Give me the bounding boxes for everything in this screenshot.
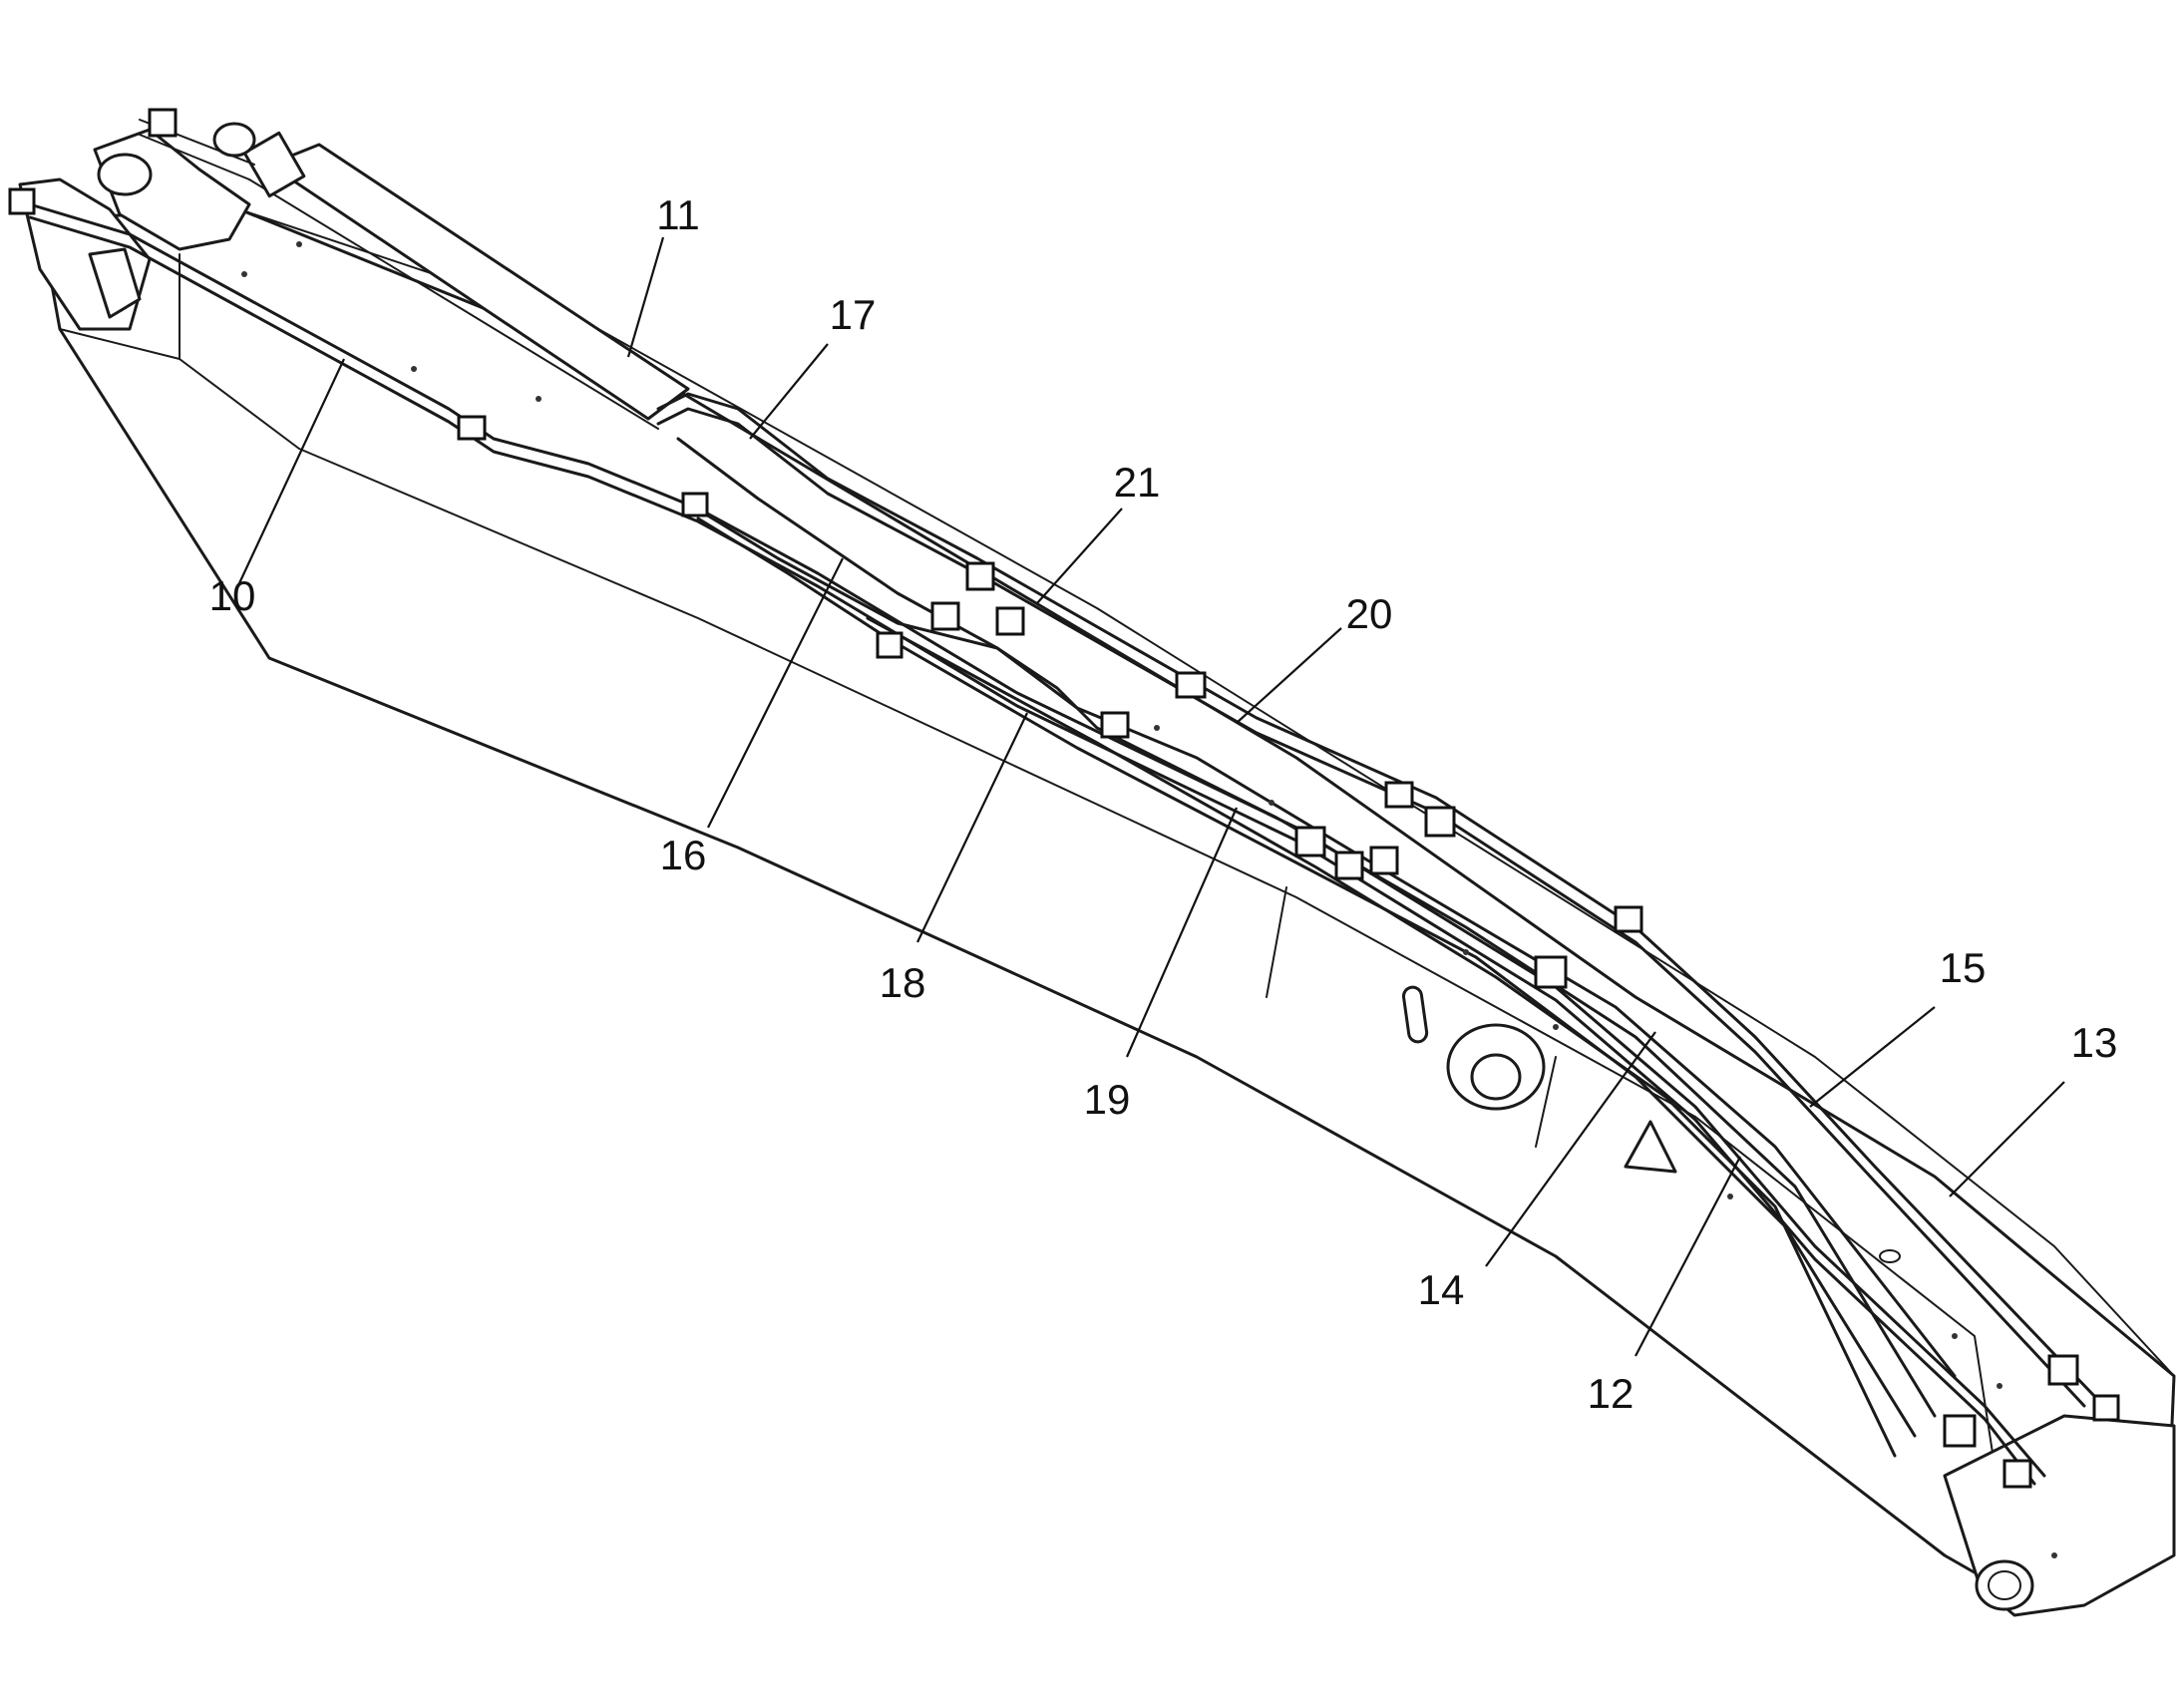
clamp-4 [995, 606, 1025, 636]
hose-17b [656, 407, 2086, 1408]
head-pin-boss [97, 153, 153, 196]
bolt-dot [1952, 1333, 1958, 1339]
clamp-21 [148, 108, 178, 138]
callout-19: 19 [1084, 1076, 1131, 1123]
bolt-dot [1154, 725, 1160, 731]
clamp-13 [1369, 846, 1399, 875]
clamp-20 [8, 187, 36, 215]
clamp-10 [1424, 806, 1456, 838]
clamp-17 [1943, 1414, 1977, 1448]
callout-12: 12 [1588, 1370, 1635, 1417]
hose-12 [866, 616, 1897, 1458]
callout-15: 15 [1940, 944, 1987, 991]
cylinder-pin-inner [1470, 1053, 1522, 1101]
bolt-dot [1463, 949, 1469, 955]
bolt-dot [536, 396, 542, 402]
callout-13: 13 [2071, 1019, 2118, 1066]
leader-18 [916, 712, 1028, 943]
cylinder-rod-2 [139, 134, 250, 180]
slot [1401, 985, 1429, 1044]
clamp-9 [1384, 781, 1414, 809]
bolt-dot [1269, 800, 1274, 806]
boom-side-face [38, 207, 2176, 1597]
rod-eye [212, 122, 256, 158]
small-boss [1879, 1249, 1901, 1263]
leader-14 [1485, 1031, 1656, 1267]
bolt-dot [411, 366, 417, 372]
head-window [88, 247, 142, 319]
leader-19 [1125, 807, 1239, 1058]
clamp-3 [965, 561, 995, 591]
callout-10: 10 [209, 572, 256, 619]
clamp-1 [457, 415, 487, 441]
bolt-dot [241, 271, 247, 277]
clamp-2 [681, 492, 709, 517]
bolt-dot [1727, 1194, 1733, 1199]
callout-16: 16 [660, 832, 707, 878]
clamp-11 [1294, 826, 1326, 857]
clamp-16 [2047, 1354, 2079, 1386]
cylinder-barrel [267, 143, 690, 421]
hose-16 [676, 437, 1957, 1378]
callout-17: 17 [830, 291, 877, 338]
panel-line-2 [1266, 886, 1287, 998]
bolt-dot [296, 241, 302, 247]
bolt-dot [2051, 1552, 2057, 1558]
clamps [8, 108, 2120, 1489]
clamp-6 [876, 631, 904, 659]
hose-19 [696, 516, 1917, 1438]
leader-11 [626, 236, 665, 358]
bolt-dot [1997, 1383, 2002, 1389]
cylinder-gland [242, 131, 306, 198]
clamp-12 [1334, 851, 1364, 880]
leader-21 [1036, 508, 1123, 604]
boom-body [18, 128, 2176, 1617]
hose-17 [656, 392, 2096, 1398]
foot-pin-bore [1975, 1559, 2034, 1611]
leader-16 [707, 557, 844, 829]
leader-13 [1949, 1081, 2065, 1197]
leader-12 [1635, 1156, 1741, 1357]
callout-14: 14 [1418, 1266, 1465, 1313]
arm-cylinder [139, 119, 690, 430]
clamp-19 [2002, 1459, 2032, 1489]
bolt-dots [241, 241, 2057, 1558]
cylinder-line [248, 178, 659, 430]
leader-15 [1809, 1006, 1936, 1108]
clamp-8 [1100, 711, 1130, 739]
clamp-5 [930, 601, 960, 631]
hoses [28, 202, 2096, 1486]
callout-21: 21 [1114, 459, 1161, 506]
boom-lower-edge [59, 328, 2015, 1596]
leader-20 [1236, 627, 1342, 724]
foot-pin-inner [1988, 1570, 2021, 1600]
leader-lines [238, 236, 2065, 1357]
clamp-14 [1534, 955, 1568, 989]
callout-labels: 10 11 12 13 14 15 16 17 18 19 20 21 [209, 191, 2118, 1417]
panel-line-3 [1535, 1056, 1557, 1148]
leader-17 [749, 343, 829, 440]
callout-11: 11 [656, 191, 700, 238]
hose-18 [686, 502, 1937, 1418]
hose-10 [28, 202, 2046, 1478]
leader-10 [238, 358, 345, 584]
lifting-lug [1624, 1120, 1677, 1174]
clamp-15 [1614, 905, 1643, 933]
bolt-dot [1553, 1024, 1559, 1030]
clamp-18 [2092, 1394, 2120, 1422]
clamp-7 [1175, 671, 1207, 699]
callout-18: 18 [880, 959, 926, 1006]
callout-20: 20 [1346, 590, 1393, 637]
